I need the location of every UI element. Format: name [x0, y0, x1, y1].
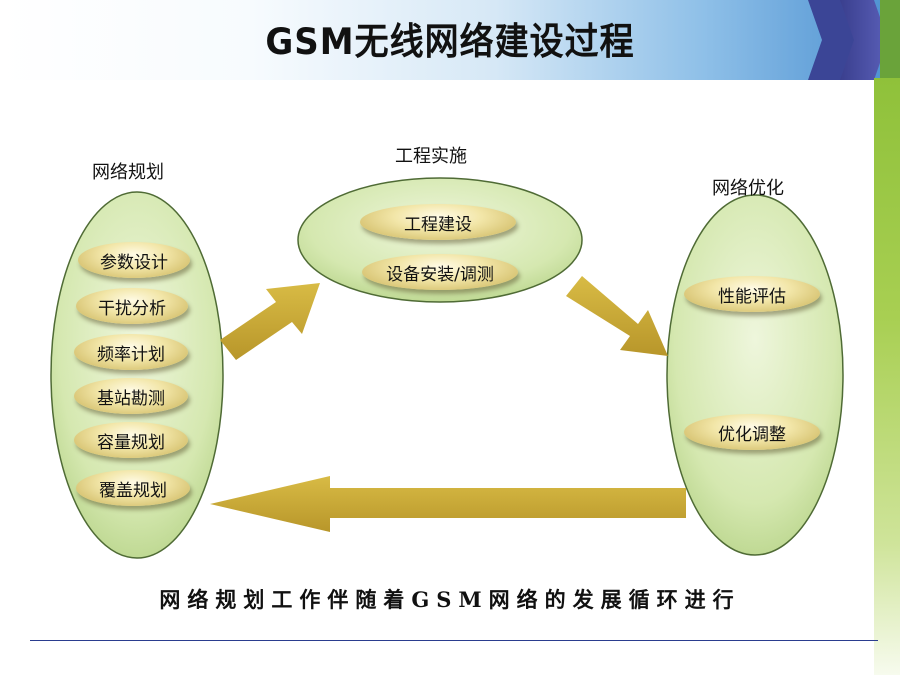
pill-interference-analysis: 干扰分析	[76, 288, 188, 324]
footer-divider	[30, 640, 878, 641]
pill-equipment-installation: 设备安装/调测	[362, 254, 518, 290]
pill-frequency-plan: 频率计划	[74, 334, 188, 370]
arrow-to-optimization	[566, 276, 668, 356]
accent-strip	[874, 78, 900, 675]
arrow-to-implementation	[220, 283, 320, 360]
arrow-to-planning	[210, 476, 686, 532]
optimization-ellipse	[666, 194, 844, 556]
pill-capacity-planning: 容量规划	[74, 422, 188, 458]
pill-coverage-planning: 覆盖规划	[76, 470, 190, 506]
planning-label: 网络规划	[92, 162, 164, 183]
cycle-caption: 网络规划工作伴随着GSM网络的发展循环进行	[159, 587, 741, 612]
pill-optimization-adjustment: 优化调整	[684, 414, 820, 450]
pill-site-survey: 基站勘测	[74, 378, 188, 414]
right-chevron-icon	[808, 0, 900, 80]
planning-ellipse	[50, 191, 224, 559]
optimization-label: 网络优化	[712, 178, 784, 199]
pill-engineering-construction: 工程建设	[360, 204, 516, 240]
page-title: GSM无线网络建设过程	[265, 20, 635, 64]
pill-performance-evaluation: 性能评估	[684, 276, 820, 312]
pill-parameter-design: 参数设计	[78, 242, 190, 278]
implementation-label: 工程实施	[395, 146, 467, 167]
header-band	[0, 0, 900, 80]
